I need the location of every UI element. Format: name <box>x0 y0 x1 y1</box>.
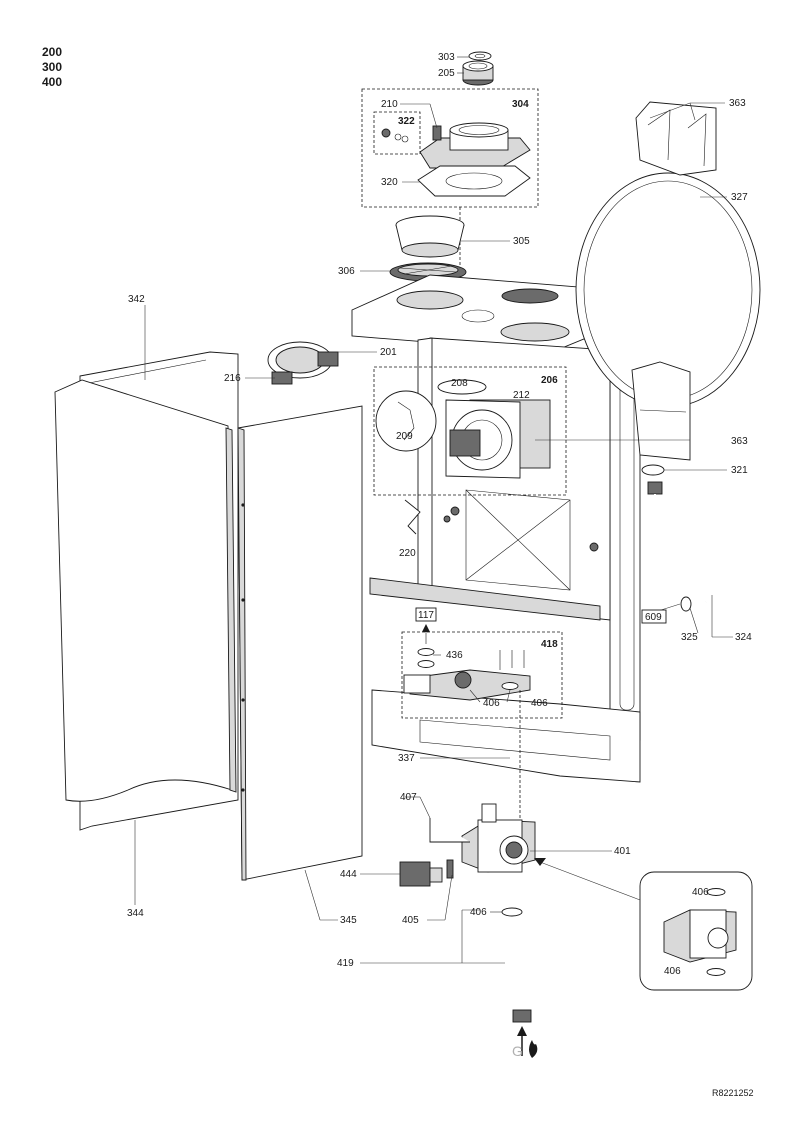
gas-symbol-letter: G <box>512 1043 523 1059</box>
callout-216: 216 <box>224 373 241 384</box>
flue-adapter-304 <box>381 122 531 169</box>
part-220 <box>404 499 421 535</box>
callout-220: 220 <box>399 548 416 559</box>
callout-406-e: 406 <box>664 966 681 977</box>
callout-117: 117 <box>418 610 434 621</box>
gas-manifold-418 <box>403 624 531 701</box>
callout-labels: 303 205 304 210 322 320 363 327 305 306 … <box>127 52 752 977</box>
gas-inlet-pipe-419 <box>501 907 532 1056</box>
callout-406-c: 406 <box>470 907 487 918</box>
callout-406-b: 406 <box>531 698 548 709</box>
detail-circle-209 <box>375 390 437 452</box>
callout-345: 345 <box>340 915 357 926</box>
callout-436: 436 <box>446 650 463 661</box>
flue-collar-305 <box>395 215 465 258</box>
model-number-1: 200 <box>42 45 62 59</box>
cap-205 <box>462 60 494 86</box>
callout-box-609 <box>641 609 667 624</box>
bracket-363-bottom <box>631 361 691 461</box>
callout-342: 342 <box>128 294 145 305</box>
callout-303: 303 <box>438 52 455 63</box>
leader-lines <box>134 56 733 964</box>
callout-201: 201 <box>380 347 397 358</box>
gas-valve-401 <box>429 803 536 873</box>
callout-321: 321 <box>731 465 748 476</box>
callout-407: 407 <box>400 792 417 803</box>
callout-401: 401 <box>614 846 631 857</box>
callout-609: 609 <box>645 612 662 623</box>
group-box-418 <box>401 631 563 719</box>
flame-icon <box>529 1040 538 1058</box>
callout-304: 304 <box>512 99 529 110</box>
callout-205: 205 <box>438 68 455 79</box>
bracket-363-top <box>635 101 717 176</box>
callout-337: 337 <box>398 753 415 764</box>
callout-405: 405 <box>402 915 419 926</box>
group-box-206 <box>373 366 567 496</box>
callout-444: 444 <box>340 869 357 880</box>
callout-418: 418 <box>541 639 558 650</box>
seal-ring-303 <box>468 51 492 61</box>
pressure-switch-201 <box>267 341 339 385</box>
pipe-324 <box>647 481 721 603</box>
callout-305: 305 <box>513 236 530 247</box>
seal-321 <box>641 464 665 476</box>
side-panel-344 <box>54 351 239 831</box>
callout-208: 208 <box>451 378 468 389</box>
fan-206 <box>437 379 551 479</box>
callout-box-117 <box>415 607 437 622</box>
front-panel-345 <box>237 405 363 881</box>
ignition-unit-444 <box>399 861 443 887</box>
callout-406-d: 406 <box>692 887 709 898</box>
gasket-320 <box>417 165 531 197</box>
seal-325 <box>680 596 692 612</box>
group-box-304 <box>361 88 539 208</box>
callout-419: 419 <box>337 958 354 969</box>
callout-325: 325 <box>681 632 698 643</box>
group-box-322 <box>373 111 421 155</box>
callout-320: 320 <box>381 177 398 188</box>
callout-363-top: 363 <box>729 98 746 109</box>
callout-212: 212 <box>513 390 530 401</box>
callout-324: 324 <box>735 632 752 643</box>
callout-209: 209 <box>396 431 413 442</box>
callout-206: 206 <box>541 375 558 386</box>
part-405 <box>446 859 454 879</box>
detail-bubble-gas-valve <box>639 871 753 991</box>
callout-327: 327 <box>731 192 748 203</box>
reference-code: R8221252 <box>712 1088 754 1098</box>
model-number-3: 400 <box>42 75 62 89</box>
callout-210: 210 <box>381 99 398 110</box>
callout-406-a: 406 <box>483 698 500 709</box>
model-number-2: 300 <box>42 60 62 74</box>
callout-306: 306 <box>338 266 355 277</box>
callout-363-bottom: 363 <box>731 436 748 447</box>
callout-344: 344 <box>127 908 144 919</box>
callout-322: 322 <box>398 116 415 127</box>
